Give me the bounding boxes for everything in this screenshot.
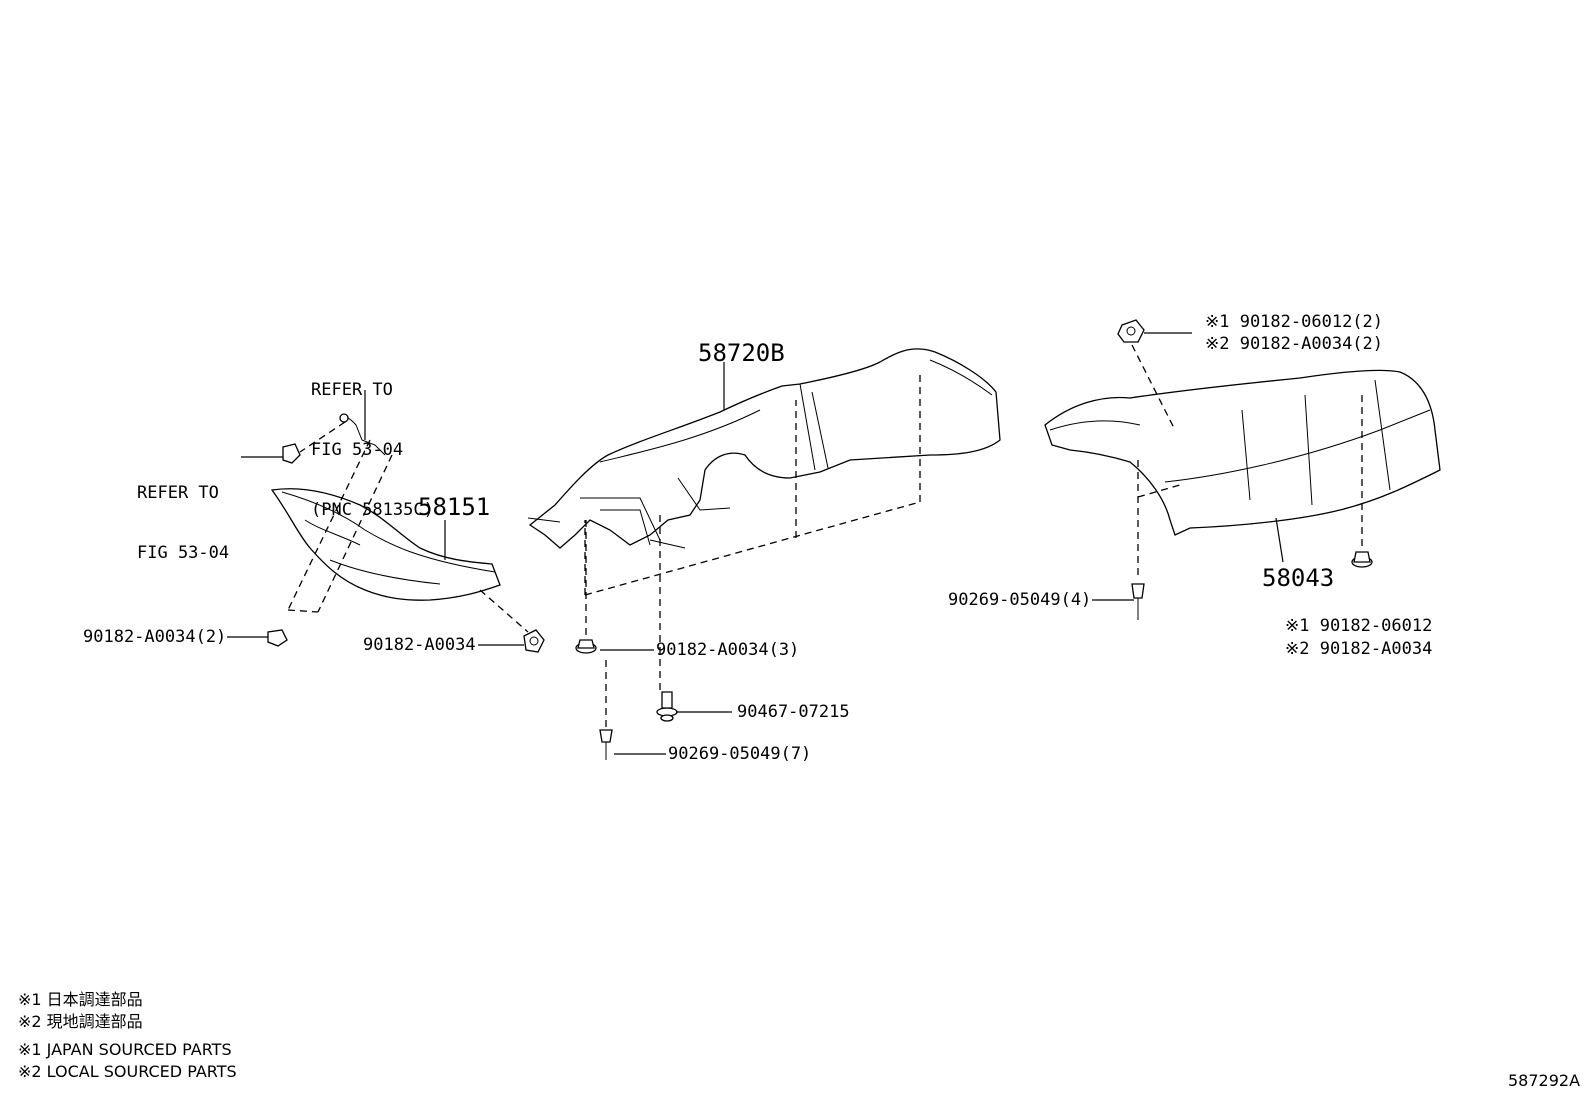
- refer-note-line: REFER TO: [137, 483, 219, 503]
- callout-90182-a0034[interactable]: 90182-A0034: [363, 635, 476, 655]
- heat-insulator-58043[interactable]: [1044, 369, 1441, 536]
- stud-icon[interactable]: [1131, 583, 1145, 620]
- diagram-id: 587292A: [1508, 1071, 1581, 1090]
- nut-icon[interactable]: [1351, 551, 1373, 568]
- callout-90182-06012[interactable]: ※1 90182-06012: [1285, 616, 1433, 636]
- footnote-3: ※1 JAPAN SOURCED PARTS: [18, 1040, 232, 1059]
- nut-icon[interactable]: [267, 629, 288, 647]
- part-label-58151[interactable]: 58151: [418, 493, 491, 521]
- refer-note-line: (PNC 58135C): [311, 500, 434, 520]
- refer-note-line: FIG 53-04: [311, 440, 404, 460]
- nut-icon[interactable]: [282, 443, 301, 464]
- callout-90182-a0034-2[interactable]: 90182-A0034(2): [83, 627, 227, 647]
- part-label-58043[interactable]: 58043: [1262, 564, 1335, 592]
- callout-90467-07215[interactable]: 90467-07215: [737, 702, 850, 722]
- callout-90182-06012-2[interactable]: ※1 90182-06012(2): [1205, 312, 1384, 332]
- refer-note-line: FIG 53-04: [137, 543, 230, 563]
- heat-insulator-58151[interactable]: [270, 488, 501, 601]
- callout-90182-a0034-2-right[interactable]: ※2 90182-A0034(2): [1205, 334, 1384, 354]
- nut-icon[interactable]: [575, 639, 597, 654]
- callout-90182-a0034-3[interactable]: 90182-A0034(3): [656, 640, 800, 660]
- nut-icon[interactable]: [1117, 319, 1145, 343]
- stud-icon[interactable]: [599, 729, 613, 760]
- callout-90269-05049-7[interactable]: 90269-05049(7): [668, 744, 812, 764]
- callout-90182-a0034-right[interactable]: ※2 90182-A0034: [1285, 639, 1433, 659]
- refer-note-2: REFER TO FIG 53-04: [137, 443, 229, 583]
- callout-90269-05049-4[interactable]: 90269-05049(4): [948, 590, 1092, 610]
- footnote-2: ※2 現地調達部品: [18, 1012, 143, 1031]
- nut-icon[interactable]: [523, 629, 545, 653]
- footnote-1: ※1 日本調達部品: [18, 990, 143, 1009]
- clip-icon[interactable]: [656, 691, 678, 722]
- part-label-58720b[interactable]: 58720B: [698, 339, 785, 367]
- refer-note-line: REFER TO: [311, 380, 393, 400]
- refer-note-1: REFER TO FIG 53-04 (PNC 58135C): [311, 340, 434, 540]
- footnote-4: ※2 LOCAL SOURCED PARTS: [18, 1062, 237, 1081]
- heat-insulator-58720b[interactable]: [527, 348, 1001, 549]
